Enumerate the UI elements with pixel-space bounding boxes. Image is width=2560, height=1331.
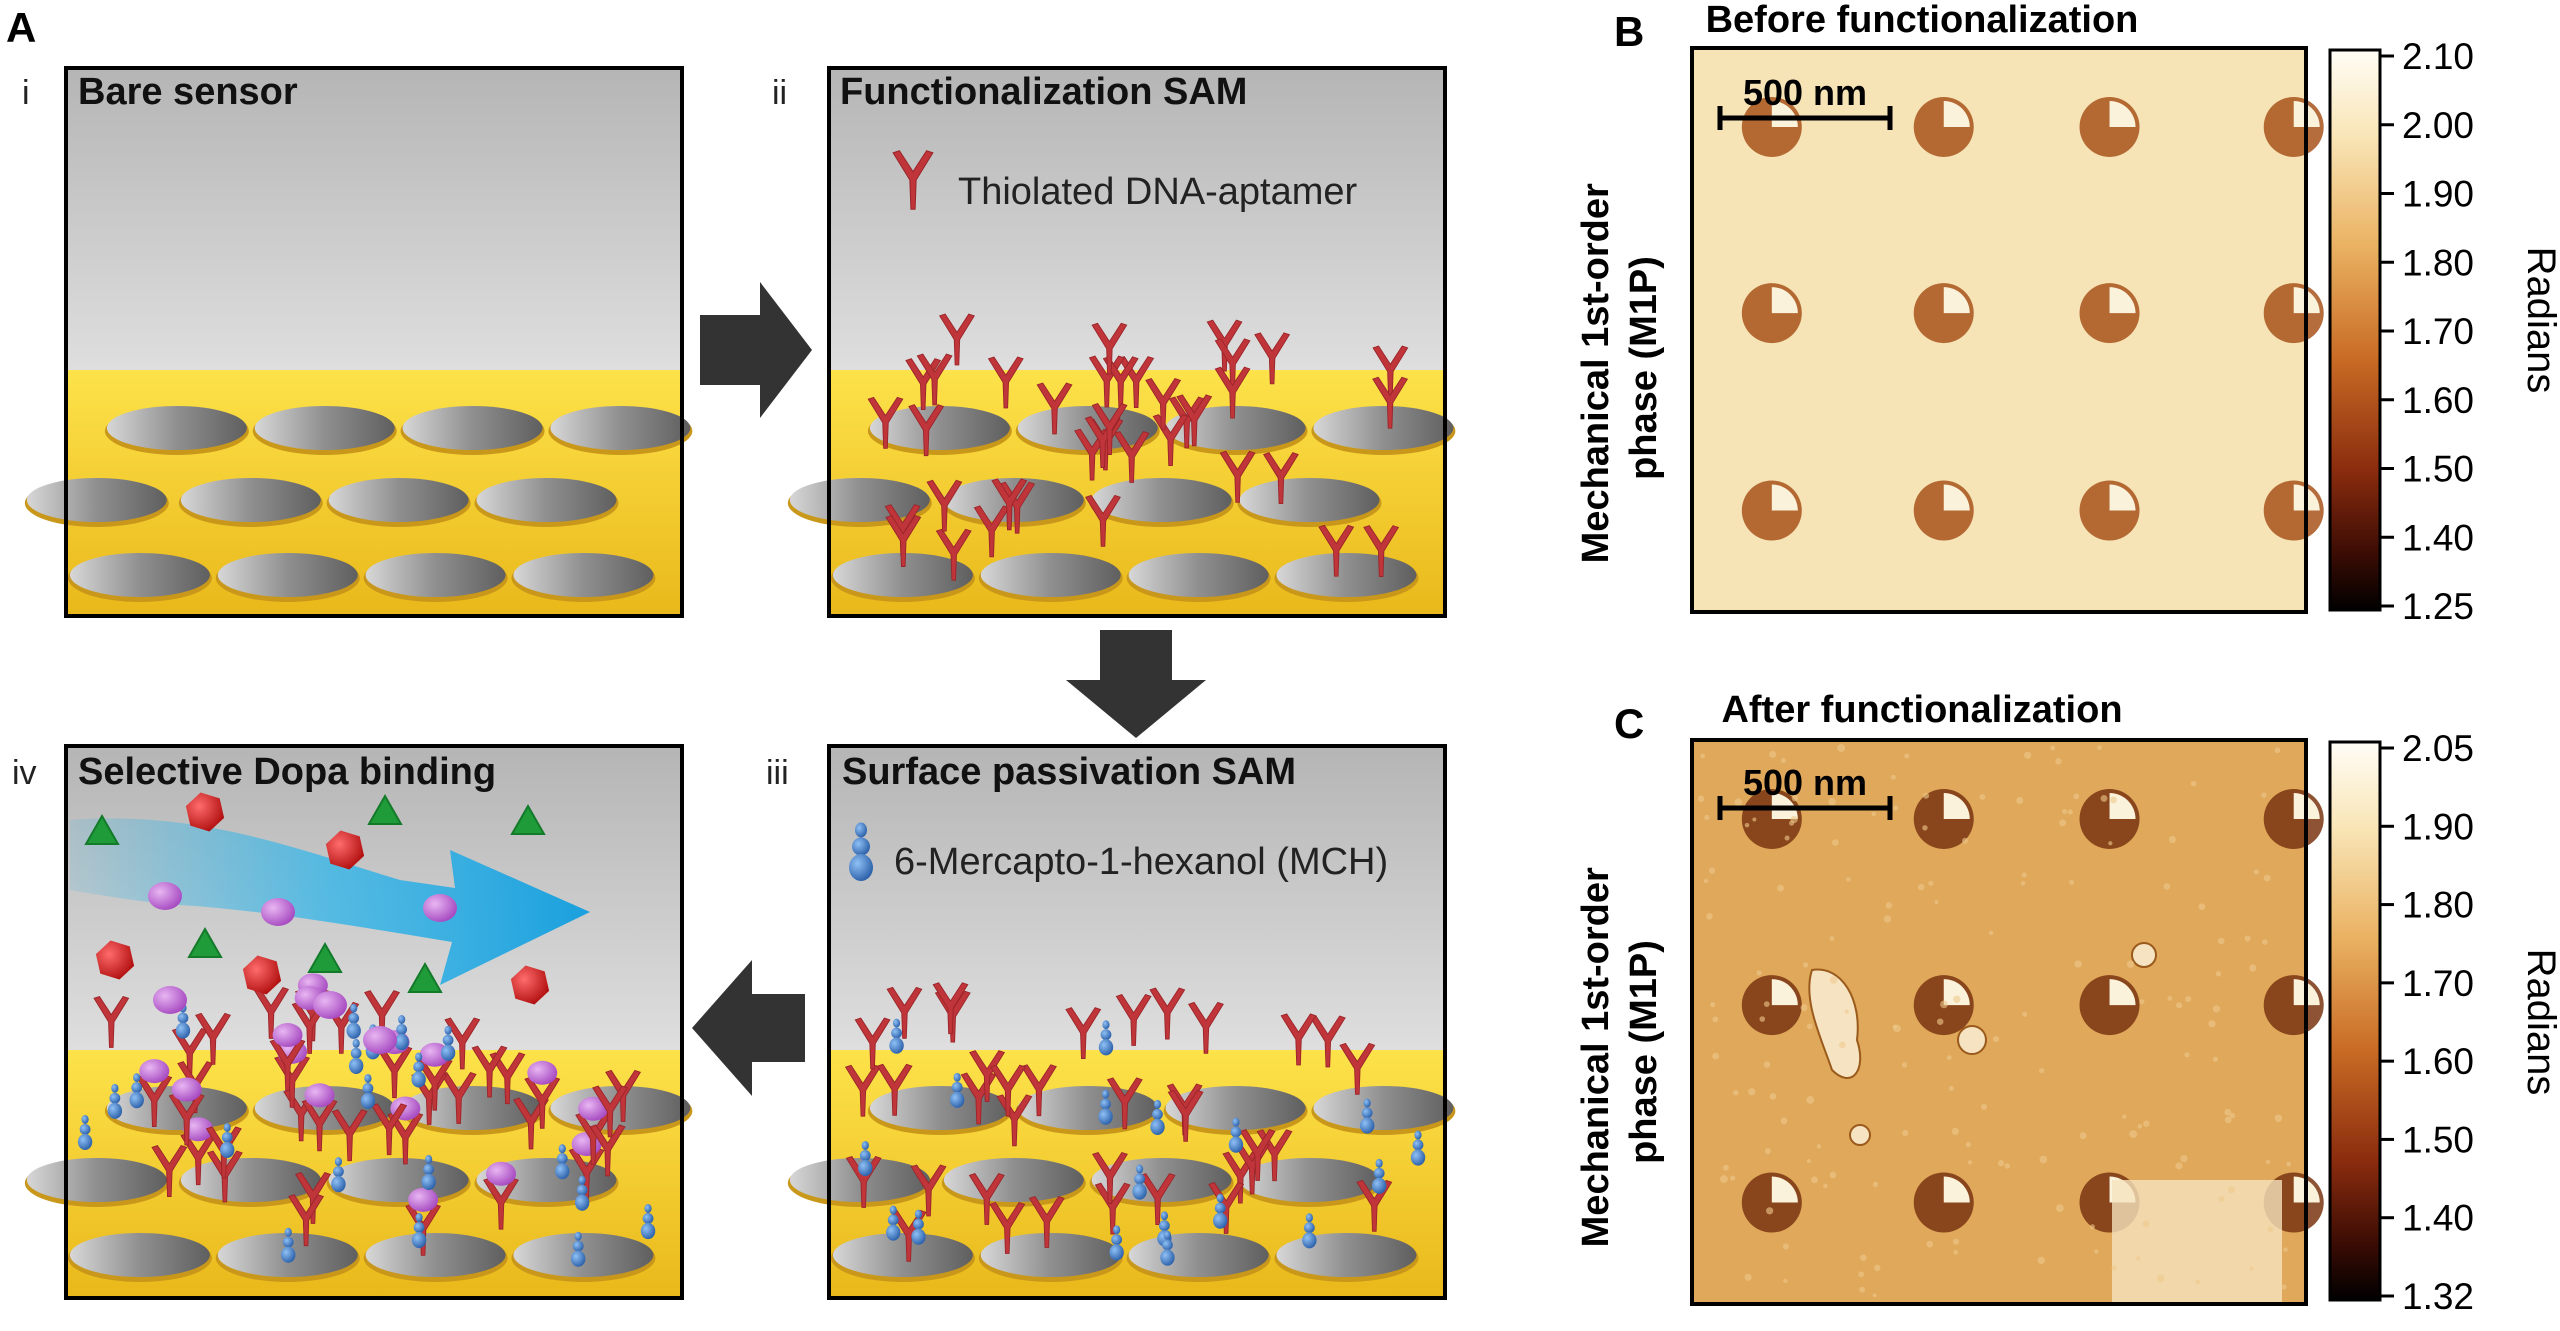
- colorbar-tick-label: 1.32: [2402, 1276, 2474, 1317]
- dopa-molecule: [305, 1083, 335, 1107]
- scalebar-label: 500 nm: [1743, 72, 1867, 113]
- pore: [1313, 406, 1453, 450]
- pore: [1276, 1233, 1416, 1277]
- colorbar-tick-label: 1.70: [2402, 311, 2474, 352]
- colorbar-before: 2.10 2.00 1.90 1.80 1.70 1.60 1.50 1.40 1.25 Rad…: [2330, 36, 2560, 627]
- dopa-molecule: [273, 1023, 303, 1047]
- scalebar-label: 500 nm: [1743, 762, 1867, 803]
- pore: [366, 553, 506, 597]
- arrow-left-icon: [692, 960, 805, 1096]
- panel-b-ylabel: Mechanical 1st-order phase (M1P): [1575, 173, 1665, 564]
- colorbar-tick-label: 2.00: [2402, 105, 2474, 146]
- panel-ii: ii Functionalization SAM Thiolated DNA-a…: [772, 68, 1455, 618]
- pore: [218, 553, 358, 597]
- panel-iii: iii Surface passivation SAM 6-Mercapto-1…: [766, 746, 1455, 1300]
- colorbar-tick-label: 1.40: [2402, 1198, 2474, 1239]
- legend-text: Thiolated DNA-aptamer: [958, 171, 1358, 213]
- colorbar-tick-label: 1.80: [2402, 885, 2474, 926]
- colorbar-tick-label: 1.50: [2402, 449, 2474, 490]
- colorbar-tick-label: 1.90: [2402, 174, 2474, 215]
- colorbar-tick-label: 1.80: [2402, 242, 2474, 283]
- pore: [1129, 553, 1269, 597]
- panel-c-ylabel: Mechanical 1st-order phase (M1P): [1575, 857, 1665, 1248]
- panel-c-letter: C: [1614, 700, 1644, 747]
- pore: [255, 406, 395, 450]
- colorbar-tick-label: 2.10: [2402, 36, 2474, 77]
- colorbar-after: 2.05 1.90 1.80 1.70 1.60 1.50 1.40 1.32 Radians: [2330, 728, 2560, 1317]
- dopa-molecule: [423, 894, 457, 922]
- dopa-molecule: [139, 1059, 169, 1083]
- colorbar-tick-label: 1.40: [2402, 517, 2474, 558]
- step-title: Bare sensor: [78, 71, 298, 113]
- step-title: Selective Dopa binding: [78, 751, 496, 793]
- afm-image-before: [1692, 48, 2324, 612]
- pore: [403, 406, 543, 450]
- arrow-right-icon: [700, 282, 812, 418]
- colorbar-tick-label: 1.25: [2402, 586, 2474, 627]
- pore: [833, 1233, 973, 1277]
- step-roman: iii: [766, 754, 789, 792]
- dopa-molecule: [408, 1188, 438, 1212]
- panel-b-letter: B: [1614, 8, 1644, 55]
- dopa-molecule: [486, 1162, 516, 1186]
- dopa-molecule: [148, 882, 182, 910]
- pore: [944, 1158, 1084, 1202]
- dopa-molecule: [313, 991, 347, 1019]
- pore: [107, 406, 247, 450]
- pore: [1239, 478, 1379, 522]
- pore: [27, 478, 167, 522]
- panel-i: i Bare sensor: [22, 68, 692, 618]
- pore: [70, 1233, 210, 1277]
- pore: [181, 478, 321, 522]
- panel-iv: iv Selective Dopa binding: [12, 746, 692, 1300]
- panel-a-letter: A: [6, 4, 36, 51]
- pore: [366, 1233, 506, 1277]
- step-roman: ii: [772, 74, 787, 112]
- pore: [476, 478, 616, 522]
- legend-text: 6-Mercapto-1-hexanol (MCH): [894, 841, 1388, 883]
- dopa-molecule: [153, 986, 187, 1014]
- colorbar-tick-label: 1.60: [2402, 1041, 2474, 1082]
- pore: [981, 553, 1121, 597]
- colorbar-tick-label: 1.90: [2402, 806, 2474, 847]
- colorbar-label: Radians: [2519, 247, 2560, 394]
- step-title: Functionalization SAM: [840, 71, 1247, 113]
- pore: [981, 1233, 1121, 1277]
- colorbar-tick-label: 1.50: [2402, 1119, 2474, 1160]
- step-roman: iv: [12, 754, 37, 792]
- pore: [1276, 553, 1416, 597]
- dopa-molecule: [363, 1026, 397, 1054]
- pore: [27, 1158, 167, 1202]
- afm-image-after: [1692, 740, 2324, 1304]
- dopa-molecule: [172, 1078, 202, 1102]
- step-title: Surface passivation SAM: [842, 751, 1296, 793]
- pore: [1239, 1158, 1379, 1202]
- panel-c-title: After functionalization: [1721, 689, 2122, 731]
- pore: [513, 553, 653, 597]
- dopa-molecule: [261, 898, 295, 926]
- step-roman: i: [22, 74, 30, 112]
- colorbar-tick-label: 1.70: [2402, 963, 2474, 1004]
- colorbar-tick-label: 1.60: [2402, 380, 2474, 421]
- pore: [329, 478, 469, 522]
- arrow-down-icon: [1066, 630, 1206, 738]
- panel-b-title: Before functionalization: [1706, 0, 2139, 41]
- pore: [1129, 1233, 1269, 1277]
- colorbar-label: Radians: [2519, 949, 2560, 1096]
- dopa-molecule: [527, 1061, 557, 1085]
- pore: [70, 553, 210, 597]
- pore: [550, 406, 690, 450]
- pore: [329, 1158, 469, 1202]
- pore: [1313, 1086, 1453, 1130]
- colorbar-tick-label: 2.05: [2402, 728, 2474, 769]
